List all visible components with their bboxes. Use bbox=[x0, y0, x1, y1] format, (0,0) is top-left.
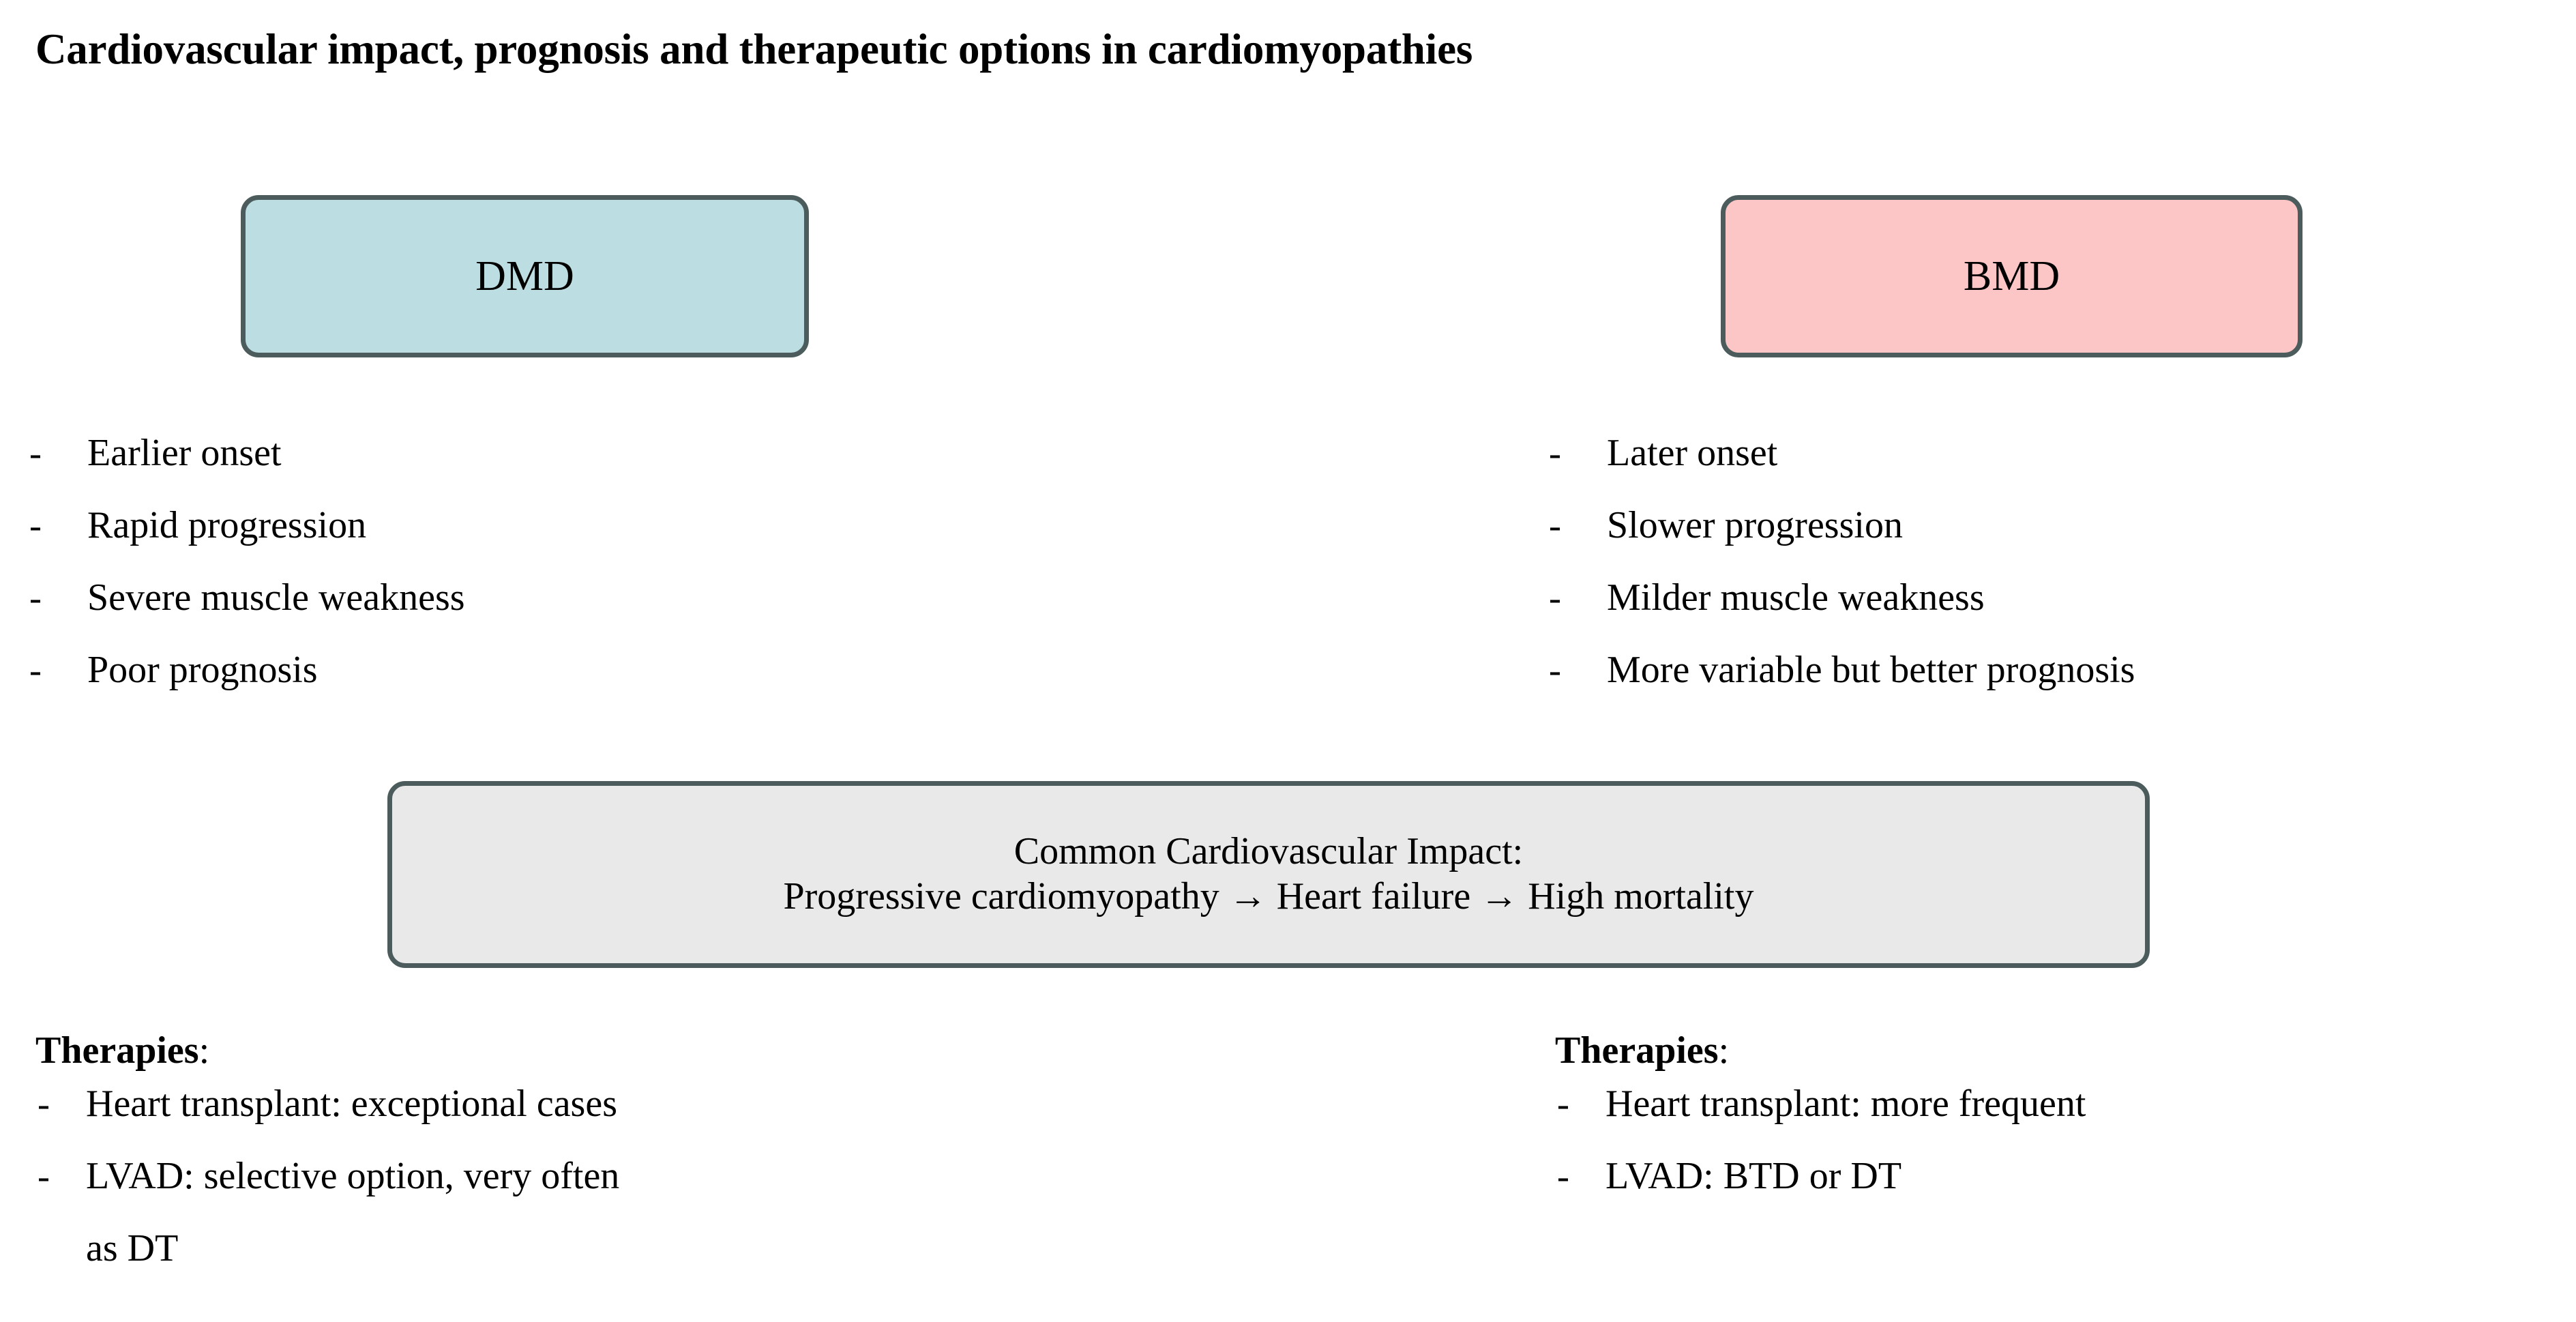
common-impact-heading: Common Cardiovascular Impact: bbox=[1013, 830, 1524, 873]
bmd-therapies-heading-label: Therapies bbox=[1555, 1029, 1719, 1072]
bullet-dash-icon: - bbox=[1557, 1156, 1569, 1196]
bullet-dash-icon: - bbox=[1549, 577, 1561, 618]
bullet-dash-icon: - bbox=[29, 577, 42, 618]
bullet-dash-icon: - bbox=[1549, 432, 1561, 473]
list-item-label: Poor prognosis bbox=[87, 649, 318, 691]
dmd-type-box: DMD bbox=[241, 195, 809, 357]
list-item: - Milder muscle weakness bbox=[1520, 578, 2135, 651]
list-item: - LVAD: selective option, very often bbox=[0, 1157, 619, 1229]
list-item-label: Milder muscle weakness bbox=[1607, 576, 1985, 619]
common-impact-pathway: Progressive cardiomyopathy → Heart failu… bbox=[783, 875, 1754, 917]
list-item: - More variable but better prognosis bbox=[1520, 651, 2135, 723]
list-item: - Slower progression bbox=[1520, 506, 2135, 578]
dmd-feature-list: - Earlier onset - Rapid progression - Se… bbox=[0, 434, 465, 723]
dmd-therapies-block: Therapies: - Heart transplant: exception… bbox=[0, 1031, 619, 1302]
list-item: - Severe muscle weakness bbox=[0, 578, 465, 651]
bmd-therapies-block: Therapies: - Heart transplant: more freq… bbox=[1520, 1031, 2086, 1229]
bullet-dash-icon: - bbox=[38, 1083, 50, 1124]
bmd-therapies-heading-colon: : bbox=[1718, 1029, 1730, 1072]
list-item-continuation: as DT bbox=[86, 1227, 179, 1269]
list-item: - Earlier onset bbox=[0, 434, 465, 506]
dmd-therapies-heading-label: Therapies bbox=[35, 1029, 199, 1072]
list-item: - Heart transplant: more frequent bbox=[1520, 1085, 2086, 1157]
dmd-therapies-heading: Therapies: bbox=[0, 1031, 619, 1070]
list-item-label: LVAD: BTD or DT bbox=[1605, 1155, 1902, 1197]
page-title: Cardiovascular impact, prognosis and the… bbox=[35, 25, 1473, 73]
dmd-therapies-heading-colon: : bbox=[198, 1029, 210, 1072]
bullet-dash-icon: - bbox=[38, 1156, 50, 1196]
bullet-dash-icon: - bbox=[1549, 505, 1561, 546]
list-item-label: Heart transplant: more frequent bbox=[1605, 1083, 2086, 1125]
bmd-type-box: BMD bbox=[1721, 195, 2303, 357]
bullet-dash-icon: - bbox=[29, 649, 42, 690]
bullet-dash-icon: - bbox=[1549, 649, 1561, 690]
list-item-label: Earlier onset bbox=[87, 432, 282, 474]
list-item: - Heart transplant: exceptional cases bbox=[0, 1085, 619, 1157]
bmd-feature-list: - Later onset - Slower progression - Mil… bbox=[1520, 434, 2135, 723]
list-item-label: More variable but better prognosis bbox=[1607, 649, 2135, 691]
list-item-label: Slower progression bbox=[1607, 504, 1903, 546]
list-item-label: Later onset bbox=[1607, 432, 1778, 474]
list-item-label: Heart transplant: exceptional cases bbox=[86, 1083, 617, 1125]
list-item-label: Severe muscle weakness bbox=[87, 576, 465, 619]
common-cardiovascular-impact-box: Common Cardiovascular Impact: Progressiv… bbox=[387, 781, 2150, 968]
bullet-dash-icon: - bbox=[29, 432, 42, 473]
list-item: - LVAD: BTD or DT bbox=[1520, 1157, 2086, 1229]
bullet-dash-icon: - bbox=[1557, 1083, 1569, 1124]
list-item: - Rapid progression bbox=[0, 506, 465, 578]
list-item: - Later onset bbox=[1520, 434, 2135, 506]
bmd-therapies-heading: Therapies: bbox=[1520, 1031, 2086, 1070]
list-item-label: Rapid progression bbox=[87, 504, 367, 546]
dmd-type-box-label: DMD bbox=[475, 253, 574, 299]
list-item-label: LVAD: selective option, very often bbox=[86, 1155, 620, 1197]
bullet-dash-icon: - bbox=[29, 505, 42, 546]
bmd-type-box-label: BMD bbox=[1963, 253, 2060, 299]
list-item: - Poor prognosis bbox=[0, 651, 465, 723]
